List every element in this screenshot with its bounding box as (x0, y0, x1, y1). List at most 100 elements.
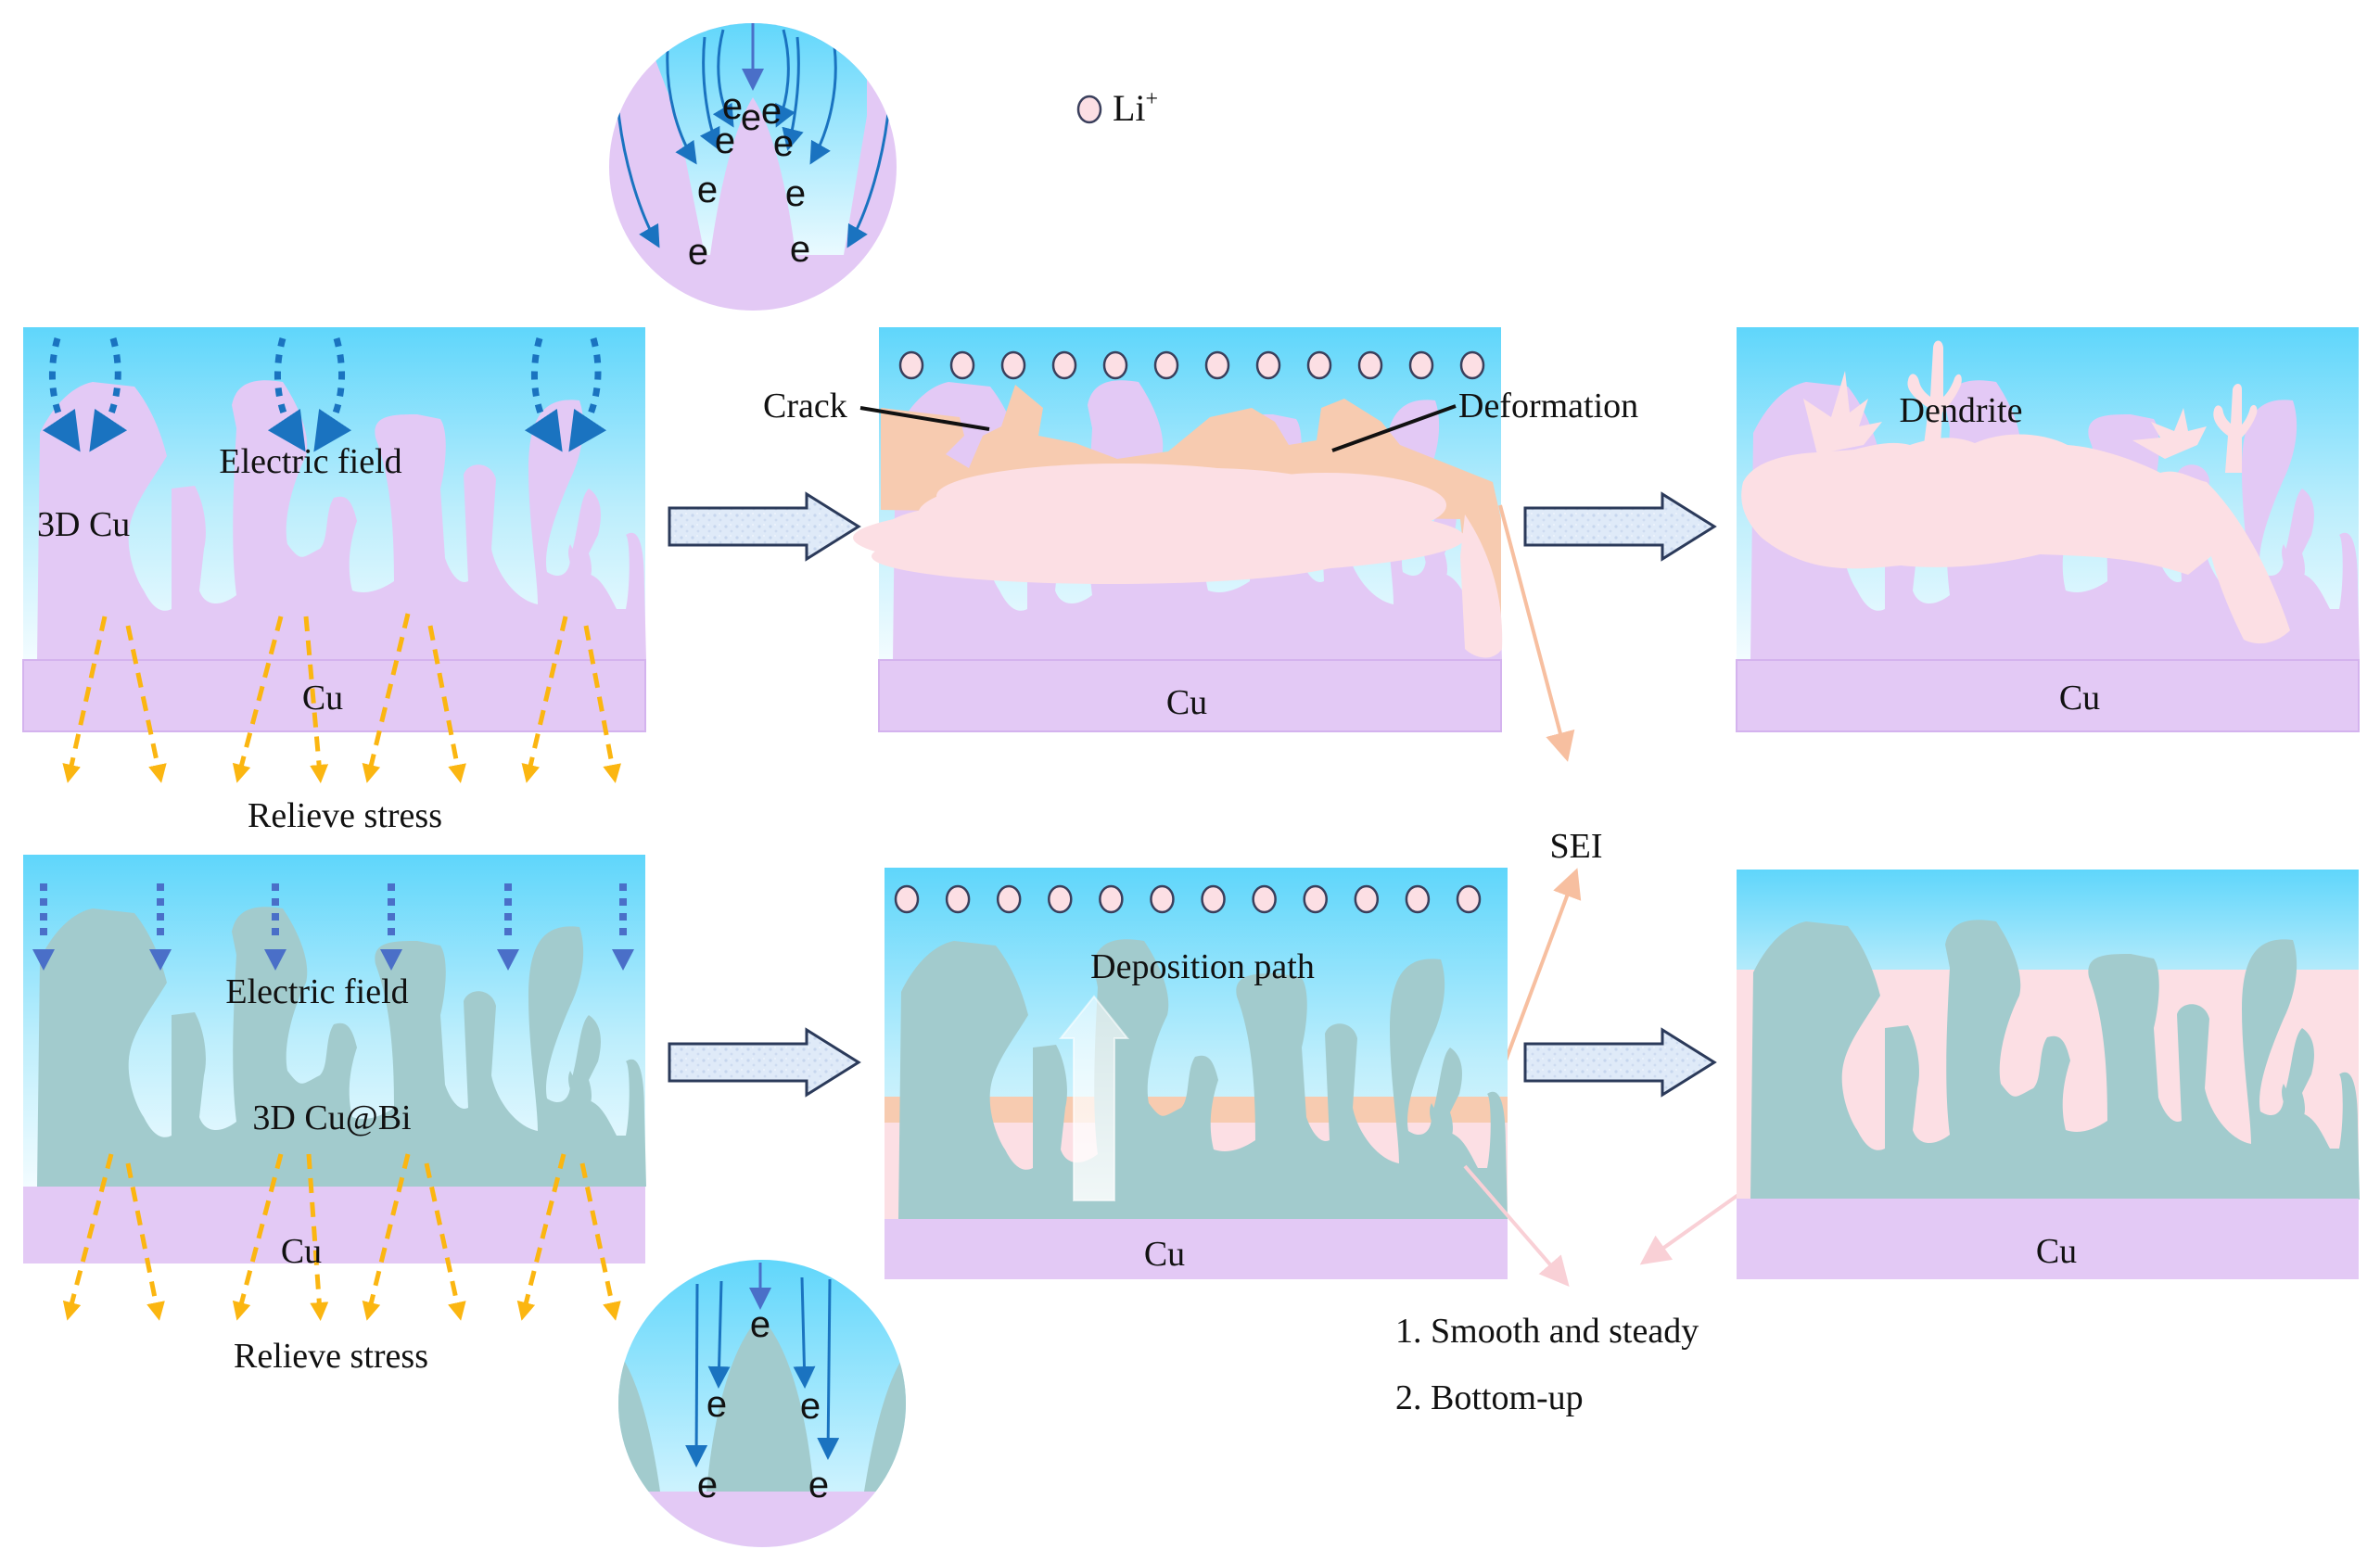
top-middle-panel-crack: Crack Deformation Cu (763, 327, 1638, 732)
sei-layer (881, 385, 1501, 649)
crack-label: Crack (763, 387, 847, 425)
electron-e: e (697, 1465, 718, 1505)
substrate-label: Cu (2036, 1232, 2077, 1271)
electron-e: e (761, 91, 782, 132)
field-arrow-head (612, 949, 634, 971)
top-left-panel-3d-cu: Electric field 3D Cu Cu Relieve stress (22, 327, 646, 835)
substrate-label: Cu (281, 1232, 322, 1271)
field-arrow-dash (619, 913, 627, 921)
cu-substrate (23, 1187, 645, 1264)
field-arrow-dash (619, 883, 627, 891)
field-arrow-dash (157, 913, 164, 921)
electron-e: e (722, 86, 743, 127)
process-arrow-bottom-2 (1523, 1027, 1717, 1098)
cu-substrate (885, 1219, 1508, 1279)
field-arrow-dash (388, 928, 395, 935)
field-arrow-dash (619, 928, 627, 935)
electron-e: e (808, 1465, 829, 1505)
field-arrow-dash (157, 883, 164, 891)
electron-e: e (800, 1386, 821, 1427)
li-ion (1408, 350, 1434, 380)
sei-pointer-arrow (1498, 504, 1575, 762)
electron-e: e (715, 121, 735, 161)
electric-field-label: Electric field (225, 972, 408, 1011)
stress-arrows (62, 613, 621, 783)
field-arrow-head (497, 949, 519, 971)
electric-field-label: Electric field (219, 442, 401, 481)
relieve-stress-label: Relieve stress (248, 796, 442, 835)
field-arrow-dash (157, 898, 164, 906)
field-arrow-dash (40, 898, 47, 906)
sei-label: SEI (1550, 827, 1603, 866)
cu-substrate (1737, 1199, 2359, 1279)
lithium-pointer-arrow (1463, 1164, 1570, 1288)
li-ion (1048, 884, 1073, 914)
note-smooth-steady: 1. Smooth and steady (1395, 1312, 1699, 1351)
li-ion (1153, 350, 1179, 380)
legend: Li+ (1076, 87, 1158, 129)
li-ion (898, 350, 924, 380)
li-ion (1405, 884, 1431, 914)
bottom-right-panel-uniform: Cu (1737, 870, 2360, 1279)
field-arrow-dash (619, 898, 627, 906)
field-arrow-head (380, 949, 402, 971)
li-ion (1357, 350, 1383, 380)
lithium-deposit (853, 464, 1503, 658)
li-ion (1150, 884, 1175, 914)
electron-e: e (697, 170, 718, 210)
li-ion-row (894, 884, 1482, 914)
li-ion (996, 884, 1022, 914)
substrate-label: Cu (1144, 1235, 1185, 1274)
electron-e: e (688, 232, 708, 273)
deposition-path-label: Deposition path (1090, 947, 1315, 986)
li-ion (1252, 884, 1277, 914)
li-ion (1204, 350, 1230, 380)
field-arrow-dash (504, 883, 512, 891)
li-ion (1051, 350, 1077, 380)
field-arrow-dash (504, 898, 512, 906)
li-ion (1456, 884, 1482, 914)
straight-field-arrows (32, 883, 634, 971)
substrate-label: Cu (1166, 683, 1207, 722)
electron-e: e (773, 123, 794, 164)
note-bottom-up: 2. Bottom-up (1395, 1378, 1584, 1417)
electron-e: e (706, 1384, 727, 1425)
curved-field-arrows (42, 337, 607, 452)
li-ion (1255, 350, 1281, 380)
bottom-middle-panel-deposition: Deposition path Cu (885, 868, 1508, 1279)
li-ion (1459, 350, 1485, 380)
process-arrow-top-2 (1523, 491, 1717, 562)
electron-e: e (785, 173, 806, 214)
host-label: 3D Cu@Bi (252, 1098, 411, 1137)
process-arrow-top-1 (668, 491, 861, 562)
top-zoom-inset: e e e e e e e e e (609, 23, 897, 311)
li-ion (1099, 884, 1124, 914)
substrate-label: Cu (2059, 679, 2100, 718)
relieve-stress-label: Relieve stress (234, 1337, 428, 1376)
legend-label: Li (1113, 87, 1146, 129)
li-ion (1354, 884, 1380, 914)
li-ion (945, 884, 971, 914)
deformation-label: Deformation (1458, 387, 1638, 425)
li-ion (894, 884, 920, 914)
cu-substrate (1736, 659, 2360, 732)
li-ion-legend-icon (1076, 95, 1102, 124)
field-arrow-head (264, 949, 286, 971)
legend-superscript: + (1146, 87, 1159, 111)
field-arrow-dash (40, 913, 47, 921)
li-ion-row (898, 350, 1485, 380)
field-arrow-dash (272, 928, 279, 935)
crack-callout-line (859, 406, 990, 431)
lithium-dendrite-deposit (1741, 340, 2290, 644)
field-arrow-dash (272, 883, 279, 891)
field-arrow-head (32, 949, 55, 971)
svg-text:Li+: Li+ (1113, 87, 1158, 129)
field-arrow-head (149, 949, 172, 971)
dendrite-label: Dendrite (1900, 391, 2023, 430)
field-arrow-dash (40, 928, 47, 935)
li-ion (1102, 350, 1128, 380)
field-arrow-dash (272, 913, 279, 921)
li-ion (1000, 350, 1026, 380)
field-arrow-dash (388, 898, 395, 906)
host-label: 3D Cu (37, 505, 130, 544)
